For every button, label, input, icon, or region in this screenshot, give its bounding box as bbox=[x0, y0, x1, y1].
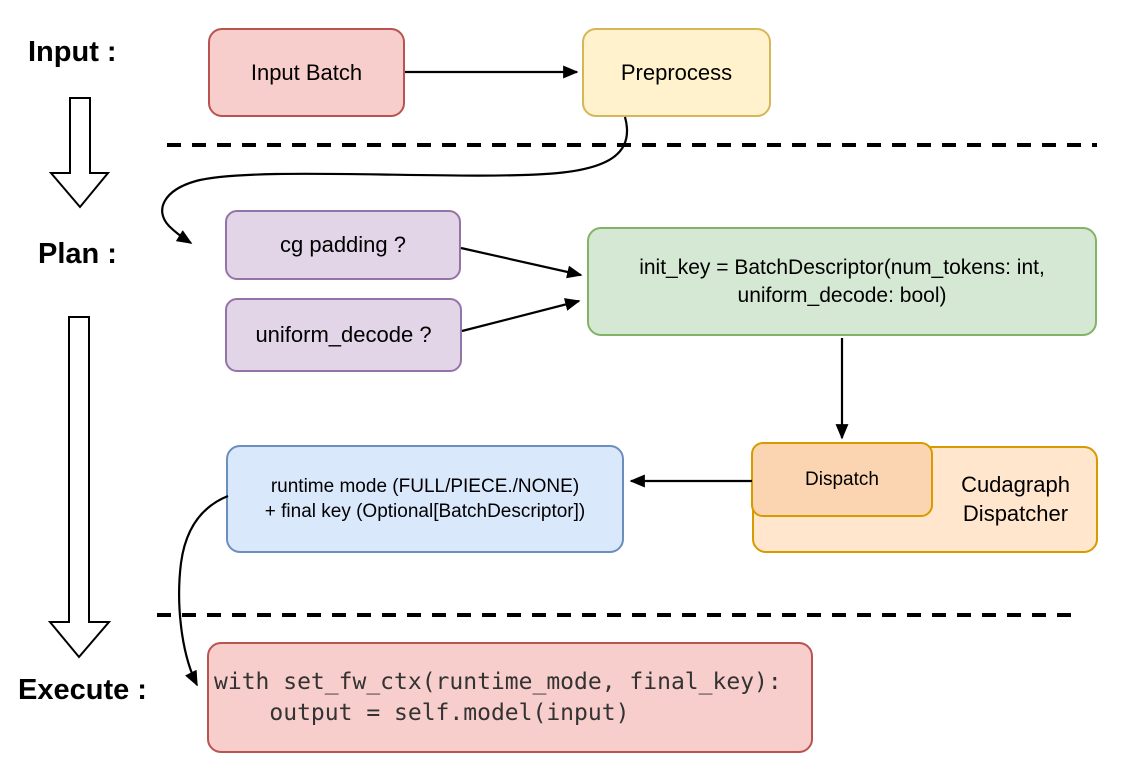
preprocess-label: Preprocess bbox=[620, 59, 733, 85]
plan-to-execute-hollow-arrow-icon bbox=[47, 316, 112, 659]
uniform-decode-node: uniform_decode ? bbox=[225, 298, 462, 372]
init-key-line1: init_key = BatchDescriptor(num_tokens: i… bbox=[639, 255, 1045, 279]
init-key-node: init_key = BatchDescriptor(num_tokens: i… bbox=[587, 227, 1097, 336]
plan-stage-label: Plan : bbox=[38, 238, 117, 270]
arrow-uniform-decode-to-init-key bbox=[461, 298, 581, 333]
cg-padding-label: cg padding ? bbox=[280, 232, 406, 258]
dispatch-label: Dispatch bbox=[805, 468, 879, 490]
runtime-key-line1: runtime mode (FULL/PIECE./NONE) bbox=[270, 475, 580, 497]
input-to-plan-hollow-arrow-icon bbox=[48, 97, 111, 209]
preprocess-node: Preprocess bbox=[582, 28, 771, 117]
uniform-decode-label: uniform_decode ? bbox=[255, 322, 432, 348]
cudagraph-dispatcher-line2: Dispatcher bbox=[962, 500, 1069, 526]
init-key-line2: uniform_decode: bool) bbox=[737, 283, 947, 307]
execute-code-line1: with set_fw_ctx(runtime_mode, final_key)… bbox=[214, 669, 782, 696]
cudagraph-dispatcher-line1: Cudagraph bbox=[961, 471, 1070, 497]
input-batch-label: Input Batch bbox=[250, 59, 363, 85]
input-batch-node: Input Batch bbox=[208, 28, 405, 117]
execute-stage-label: Execute : bbox=[18, 674, 147, 706]
cudagraph-dispatcher-label: Cudagraph Dispatcher bbox=[933, 446, 1098, 553]
input-stage-label: Input : bbox=[28, 36, 117, 68]
runtime-key-line2: + final key (Optional[BatchDescriptor]) bbox=[264, 501, 586, 522]
dispatch-node: Dispatch bbox=[751, 442, 933, 517]
runtime-key-node: runtime mode (FULL/PIECE./NONE) + final … bbox=[226, 445, 624, 553]
cg-padding-node: cg padding ? bbox=[225, 210, 461, 280]
execute-code-node: with set_fw_ctx(runtime_mode, final_key)… bbox=[207, 642, 813, 753]
arrow-cg-padding-to-init-key bbox=[460, 246, 583, 279]
execute-code-line2: output = self.model(input) bbox=[214, 699, 630, 726]
